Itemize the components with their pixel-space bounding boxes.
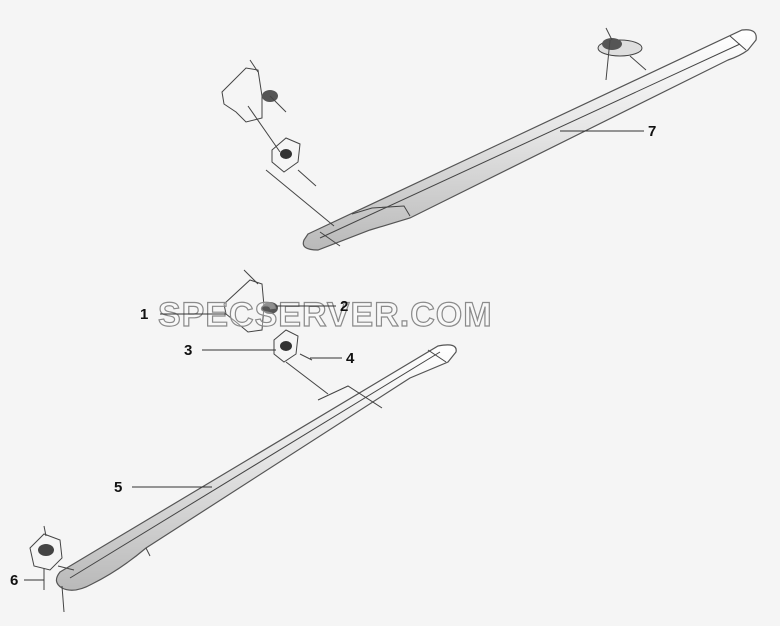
- bracket-lower: [223, 269, 329, 395]
- end-bracket-upper: [597, 27, 647, 81]
- callout-1: 1: [140, 306, 226, 323]
- side-step-lower: [55, 344, 457, 591]
- callout-6: 6: [10, 572, 44, 589]
- callout-3-label: 3: [184, 342, 192, 359]
- callout-1-label: 1: [140, 306, 148, 323]
- callout-4: 4: [310, 350, 355, 367]
- callout-5-label: 5: [114, 479, 122, 496]
- watermark: SPECSERVER.COM: [158, 296, 493, 334]
- end-bracket-lower: [29, 525, 75, 613]
- callout-7: 7: [560, 123, 656, 140]
- callout-7-label: 7: [648, 123, 656, 140]
- callout-2: 2: [276, 298, 348, 315]
- bracket-upper: [221, 59, 335, 227]
- side-step-upper: [302, 29, 757, 251]
- callout-5: 5: [114, 479, 212, 496]
- callout-2-label: 2: [340, 298, 348, 315]
- bolt-head-icon: [262, 302, 278, 314]
- callout-6-label: 6: [10, 572, 18, 589]
- callout-3: 3: [184, 342, 276, 359]
- callout-4-label: 4: [346, 350, 355, 367]
